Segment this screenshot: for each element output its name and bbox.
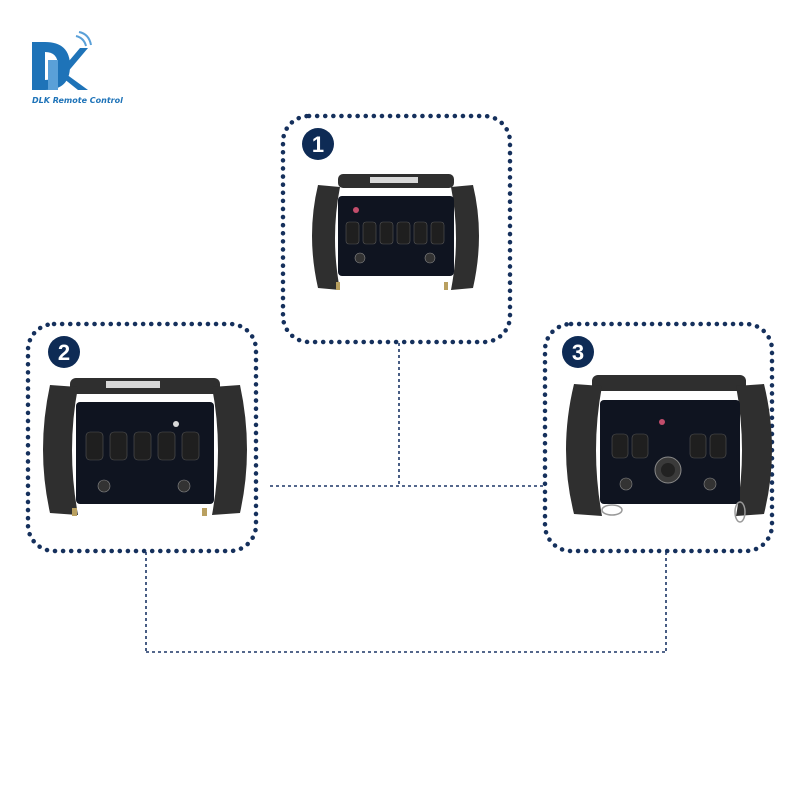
logo-text: DLK Remote Control	[32, 96, 123, 105]
panel-2-number: 2	[58, 340, 70, 365]
panel-3-border	[542, 321, 775, 554]
panel-2-badge: 2	[48, 336, 80, 368]
panel-3-badge: 3	[562, 336, 594, 368]
remote-2-image	[43, 378, 247, 516]
remote-1-image	[312, 174, 479, 290]
dlk-logo: DLK Remote Control	[32, 31, 123, 105]
panel-1-number: 1	[312, 132, 324, 157]
remote-3-switches	[611, 433, 727, 459]
panel-1-border	[280, 113, 513, 345]
panel-2-border	[25, 321, 259, 554]
panel-3-number: 3	[572, 340, 584, 365]
panel-borders	[25, 113, 775, 554]
remote-2-switches	[85, 431, 200, 461]
remote-3-image	[566, 375, 772, 523]
panel-1-badge: 1	[302, 128, 334, 160]
logo-mark	[32, 31, 92, 90]
connectors	[145, 343, 667, 653]
remote-1-switches	[345, 221, 445, 245]
